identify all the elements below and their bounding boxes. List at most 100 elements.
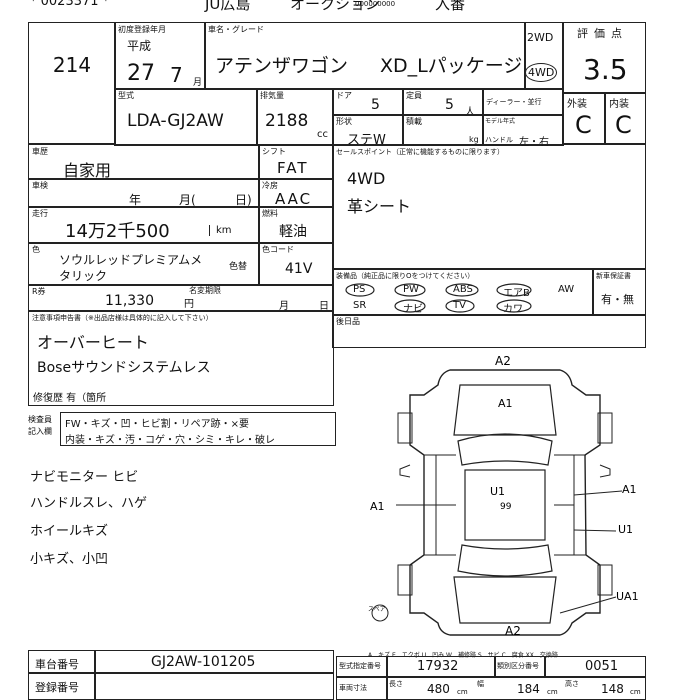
drive-box: 2WD 4WD (524, 22, 564, 90)
inspector-box: FW・キズ・凹・ヒビ割・リペア跡・×要 内装・キズ・汚・コゲ・穴・シミ・キレ・破… (60, 412, 336, 446)
color-box: 色 ソウルレッドプレミアムメ タリック 色替 (28, 242, 260, 286)
notes-box: 注意事項申告書（※出品店様は具体的に記入して下さい） オーバーヒート Boseサ… (28, 310, 334, 406)
car-damage-diagram: A2 A1 U1 99 A1 A1 U1 UA1 A2 (370, 354, 639, 638)
equip-aw: AW (558, 284, 575, 295)
equip-navi: ナビ (403, 304, 423, 315)
fuel-label: 燃料 (262, 209, 278, 218)
lot-number-box: 214 (28, 22, 116, 144)
width-unit: cm (547, 688, 558, 696)
chassis-label-box: 車台番号 (28, 650, 96, 674)
mileage-label: 走行 (32, 209, 48, 218)
deposit-label: 名変期限 (189, 286, 221, 295)
car-label: 車名・グレード (208, 25, 264, 34)
notes-label: 注意事項申告書（※出品店様は具体的に記入して下さい） (32, 314, 213, 322)
spare-label: スペア (368, 606, 386, 613)
repaint-label: 色替 (229, 262, 248, 272)
sales-points-label: セールスポイント（正常に機能するものに限ります） (336, 148, 504, 156)
capacity-box: 定員 5 人 (402, 88, 484, 118)
doors-value: 5 (371, 97, 380, 113)
height-value: 148 (601, 682, 624, 696)
note-line-2: Boseサウンドシステムレス (37, 360, 211, 376)
hand-note-3: ホイールキズ (30, 524, 109, 539)
capacity-label: 定員 (406, 91, 422, 100)
inspection-day: 日) (235, 193, 252, 207)
drive-4wd: 4WD (525, 63, 558, 82)
equip-ps: PS (353, 284, 366, 295)
load-unit: kg (469, 135, 479, 144)
recycle-month: 月 (279, 301, 289, 312)
width-value: 184 (517, 682, 540, 696)
hand-note-1: ナビモニター ヒビ (30, 470, 139, 485)
dealer-box: ディーラー・並行 (482, 88, 564, 116)
mileage-box: 走行 14万2千500 km (28, 206, 260, 244)
score-label: 評価点 (577, 27, 628, 40)
registration-no-value-box (94, 672, 334, 700)
height-label: 高さ (565, 680, 579, 688)
length-unit: cm (457, 688, 468, 696)
int-label: 内装 (609, 99, 629, 110)
ac-value: AAC (275, 190, 313, 208)
registration-no-label-box: 登録番号 (28, 672, 96, 700)
equip-abs: ABS (453, 284, 473, 295)
car-grade: XD_Lパッケージ (380, 55, 523, 77)
handle-value: 左・右 (519, 137, 549, 148)
color-code-box: 色コード 41V (258, 242, 334, 286)
type-designation-label: 型式指定番号 (339, 662, 381, 670)
color-label: 色 (32, 245, 40, 254)
registration-label: 初度登録年月 (118, 25, 166, 34)
doors-label: ドア (336, 91, 352, 100)
inspection-year: 年 (129, 193, 142, 207)
note-line-1: オーバーヒート (37, 333, 149, 352)
body-label: 形状 (336, 117, 352, 126)
equipment-box: 装備品（純正品に限りOをつけてください） PS PW ABS エアB AW SR… (332, 268, 594, 316)
handle-label: ハンドル (485, 136, 513, 144)
body-box: 形状 ステW (332, 114, 404, 148)
car-name-box: 車名・グレード アテンザワゴン XD_Lパッケージ (204, 22, 526, 90)
handle-box: モデル年式 ハンドル 左・右 (482, 114, 564, 148)
mark-rear-ua1: UA1 (616, 590, 639, 603)
drive-2wd: 2WD (527, 31, 554, 44)
equipment-label: 装備品（純正品に限りOをつけてください） (336, 272, 475, 280)
mileage-value: 14万2千500 (65, 221, 170, 242)
equip-leather: カワ (503, 304, 523, 315)
header-type: 入番 (435, 0, 466, 13)
inspector-row2: 内装・キズ・汚・コゲ・穴・シミ・キレ・破レ (65, 435, 275, 446)
recycle-day: 日 (319, 301, 329, 312)
dimensions-label: 車両寸法 (339, 684, 367, 692)
shift-box: シフト FAT (258, 144, 334, 180)
ext-label: 外装 (567, 99, 587, 110)
shift-label: シフト (262, 147, 286, 156)
displacement-unit: cc (317, 129, 328, 140)
sales-points-box: セールスポイント（正常に機能するものに限ります） 4WD 革シート (332, 144, 646, 270)
capacity-unit: 人 (465, 107, 475, 118)
type-designation-label-box: 型式指定番号 (336, 656, 388, 678)
hand-note-2: ハンドルスレ、ハゲ (30, 496, 148, 511)
class-no-value-box: 0051 (544, 656, 646, 678)
color-code-label: 色コード (262, 245, 294, 254)
class-no-label-box: 類別区分番号 (494, 656, 546, 678)
inspector-row1: FW・キズ・凹・ヒビ割・リペア跡・×要 (65, 419, 250, 430)
mark-front-a2: A2 (495, 354, 511, 368)
sales-point-1: 4WD (347, 169, 386, 188)
equipment-circles (345, 283, 532, 313)
equip-tv: TV (453, 300, 466, 311)
usage-box: 車歴 自家用 (28, 144, 260, 180)
fuel-value: 軽油 (279, 224, 307, 240)
inspection-label: 車検 (32, 181, 48, 190)
recycle-value: 11,330 (105, 293, 154, 309)
registration-no-label: 登録番号 (35, 681, 79, 694)
height-unit: cm (630, 688, 641, 696)
ac-label: 冷房 (262, 181, 278, 190)
displacement-value: 2188 (265, 111, 309, 131)
ac-box: 冷房 AAC (258, 178, 334, 208)
ext-box: 外装 C (562, 92, 606, 144)
mark-hood-a1: A1 (498, 397, 513, 410)
class-no-value: 0051 (585, 659, 619, 674)
equip-pw: PW (403, 284, 419, 295)
type-designation-value: 17932 (417, 659, 459, 674)
doors-box: ドア 5 (332, 88, 404, 116)
inspection-box: 車検 年 月( 日) (28, 178, 260, 208)
color-line1: ソウルレッドプレミアムメ (59, 253, 203, 267)
model-label: 型式 (118, 91, 134, 100)
registration-year: 27 (127, 61, 155, 86)
